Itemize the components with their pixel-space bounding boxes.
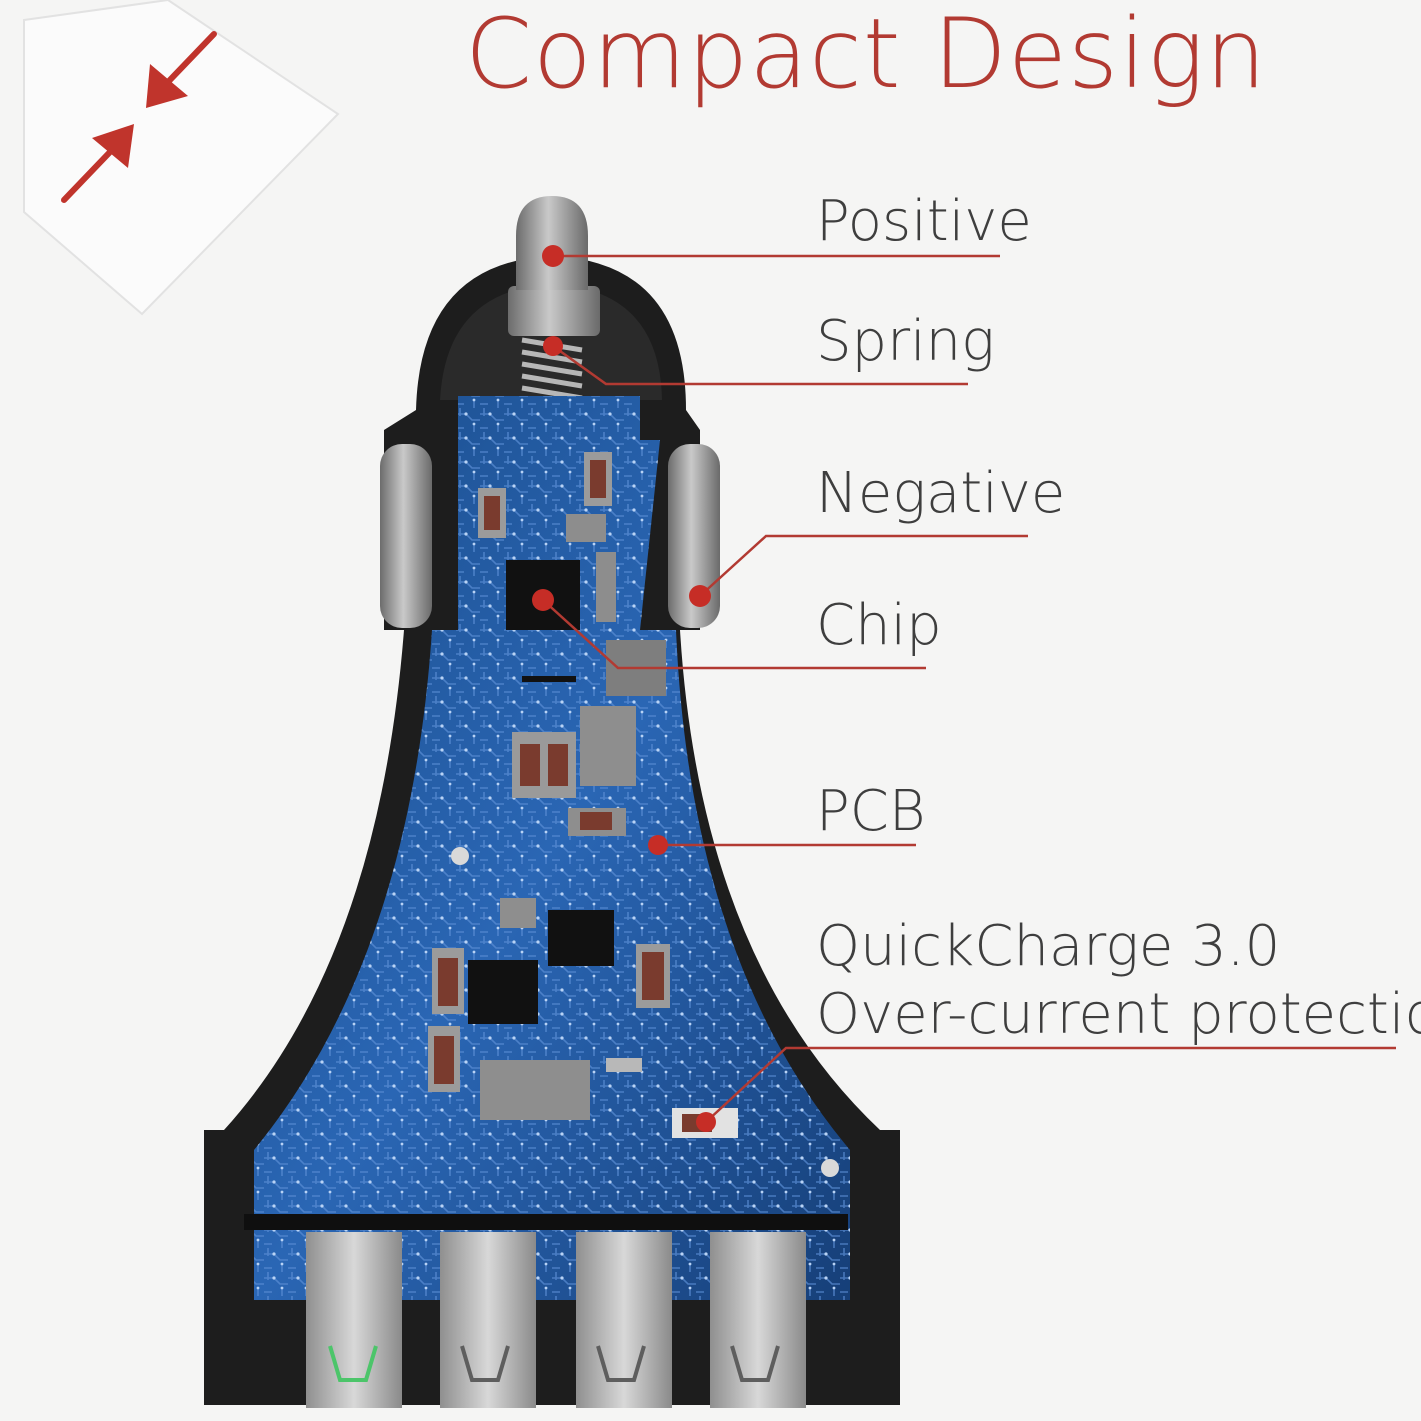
label-quickcharge: QuickCharge 3.0 (816, 914, 1281, 979)
page-title: Compact Design (465, 0, 1268, 110)
callout-chip (542, 599, 926, 670)
pcb-dot (648, 835, 668, 855)
negative-contacts (380, 444, 720, 628)
label-pcb: PCB (816, 779, 926, 844)
callout-dots (532, 245, 716, 1132)
pcb-components (428, 452, 839, 1177)
callout-overcurrent (705, 1046, 1396, 1123)
label-positive: Positive (816, 189, 1032, 254)
usb-port-3 (576, 1232, 672, 1408)
callout-lines (542, 254, 1396, 1123)
label-negative: Negative (816, 461, 1066, 526)
label-overcurrent: Over-current protection (816, 982, 1421, 1047)
usb-ports (306, 1232, 806, 1408)
positive-dot (542, 245, 564, 267)
callout-negative (699, 534, 1028, 597)
label-spring: Spring (816, 309, 995, 374)
spring-dot (543, 336, 563, 356)
usb-port-1 (306, 1232, 402, 1408)
positive-tip (508, 196, 600, 336)
compress-arrows-icon (23, 0, 340, 316)
negative-dot (689, 585, 711, 607)
usb-port-4 (710, 1232, 806, 1408)
usb-port-2 (440, 1232, 536, 1408)
chip-dot (532, 589, 554, 611)
label-chip: Chip (816, 593, 942, 658)
overcurrent-dot (696, 1112, 716, 1132)
callout-spring (552, 344, 968, 386)
